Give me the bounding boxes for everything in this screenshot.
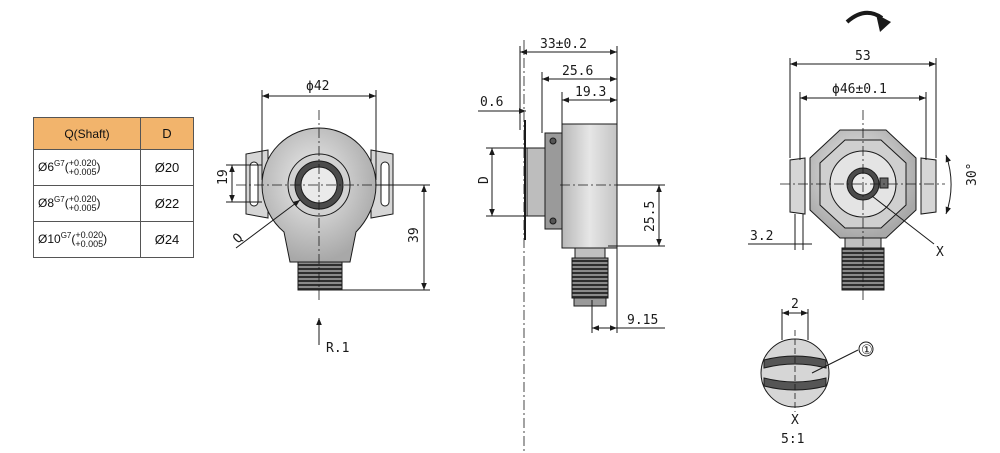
tol-upper: +0.020 bbox=[68, 193, 97, 204]
shaft-fit: G7 bbox=[54, 158, 65, 168]
tol-lower: +0.005 bbox=[68, 166, 97, 177]
dim-d: D bbox=[477, 176, 492, 184]
dim-53: 53 bbox=[855, 49, 871, 64]
connector-tip bbox=[573, 297, 607, 307]
dim-3-2: 3.2 bbox=[750, 229, 773, 244]
tol-lower: +0.005 bbox=[75, 238, 104, 249]
rear-tab-right bbox=[920, 157, 937, 215]
dim-33: 33±0.2 bbox=[540, 37, 587, 52]
shaft-base: Ø8 bbox=[38, 195, 55, 210]
dim-30-deg: 30° bbox=[965, 163, 980, 186]
flange bbox=[544, 132, 563, 230]
dim-phi42: ϕ42 bbox=[306, 79, 329, 94]
side-body bbox=[561, 123, 618, 249]
set-screw bbox=[879, 177, 889, 189]
table-row: Ø10G7(+0.020+0.005) Ø24 bbox=[33, 221, 194, 258]
side-connector-thread bbox=[571, 257, 609, 299]
dim-25-6: 25.6 bbox=[562, 64, 593, 79]
d-value: Ø24 bbox=[140, 221, 194, 258]
shaft-base: Ø10 bbox=[38, 231, 61, 246]
dim-25-5: 25.5 bbox=[643, 201, 658, 232]
dim-9-15: 9.15 bbox=[627, 313, 658, 328]
rotation-arrow-icon bbox=[845, 10, 891, 32]
dim-2: 2 bbox=[791, 297, 799, 312]
header-shaft: Q(Shaft) bbox=[33, 117, 141, 150]
connector-thread bbox=[297, 261, 343, 291]
tol-lower: +0.005 bbox=[68, 202, 97, 213]
detail-scale: 5:1 bbox=[781, 432, 804, 447]
tol-upper: +0.020 bbox=[75, 229, 104, 240]
d-value: Ø20 bbox=[140, 149, 194, 186]
table-row: Ø8G7(+0.020+0.005) Ø22 bbox=[33, 185, 194, 222]
screw-bottom bbox=[549, 217, 557, 225]
callout-1: ① bbox=[861, 343, 873, 358]
dim-q: Q bbox=[230, 231, 246, 247]
front-view bbox=[226, 90, 430, 345]
dim-19: 19 bbox=[216, 169, 231, 185]
side-view bbox=[478, 40, 665, 453]
screw-top bbox=[549, 137, 557, 145]
shaft-fit: G7 bbox=[60, 230, 72, 240]
detail-view bbox=[760, 309, 874, 412]
tab-slot-right bbox=[380, 161, 390, 207]
detail-label-x: X bbox=[791, 413, 799, 428]
rear-view bbox=[748, 58, 952, 300]
hub bbox=[526, 147, 548, 217]
dim-phi46: ϕ46±0.1 bbox=[832, 82, 887, 97]
shaft-base: Ø6 bbox=[38, 159, 55, 174]
table-header-row: Q(Shaft) D bbox=[33, 117, 194, 150]
dim-0-6: 0.6 bbox=[480, 95, 503, 110]
table-row: Ø6G7(+0.020+0.005) Ø20 bbox=[33, 149, 194, 186]
dim-39: 39 bbox=[407, 227, 422, 243]
tol-upper: +0.020 bbox=[68, 157, 97, 168]
shaft-fit: G7 bbox=[54, 194, 65, 204]
shaft-size-table: Q(Shaft) D Ø6G7(+0.020+0.005) Ø20 Ø8G7(+… bbox=[33, 117, 194, 258]
detail-ref-x: X bbox=[936, 245, 944, 260]
callout-circle bbox=[858, 341, 874, 357]
d-value: Ø22 bbox=[140, 185, 194, 222]
tab-slot-left bbox=[249, 161, 259, 207]
dim-19-3: 19.3 bbox=[575, 85, 606, 100]
connector-neck bbox=[574, 247, 606, 259]
rear-tab-left bbox=[789, 157, 806, 215]
dim-r1: R.1 bbox=[326, 341, 349, 356]
